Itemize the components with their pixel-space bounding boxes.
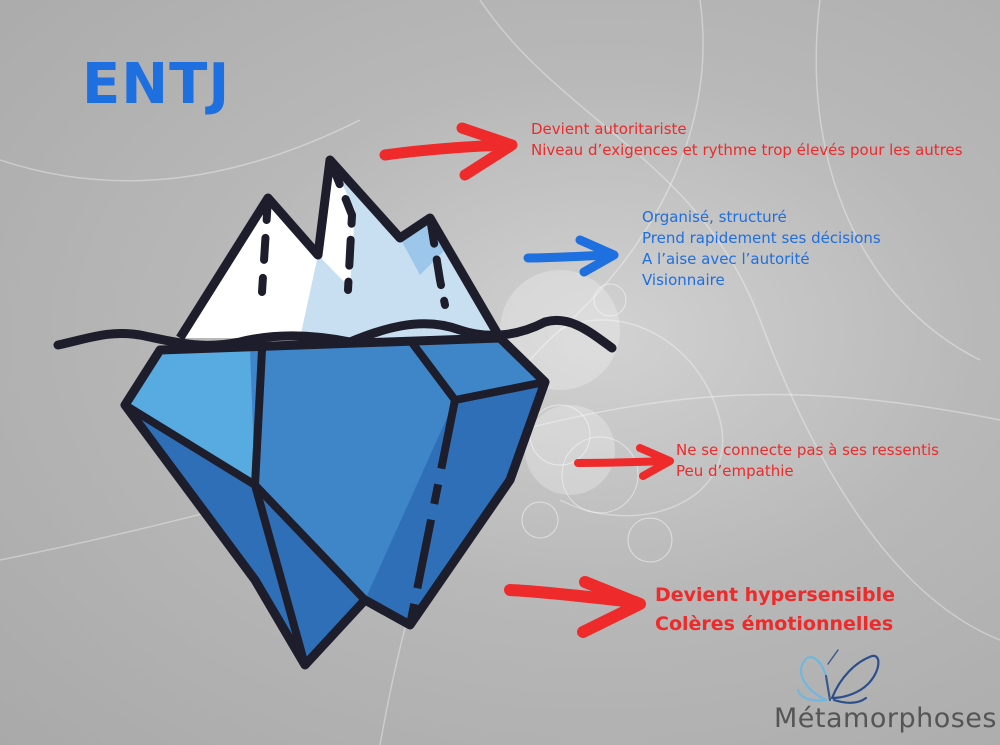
annotation-line: Prend rapidement ses décisions [642,229,881,247]
annotation-line: Ne se connecte pas à ses ressentis [676,441,939,459]
annotation-line: Organisé, structuré [642,208,787,226]
annotation-line: A l’aise avec l’autorité [642,250,810,268]
annotation-line: Devient hypersensible [655,584,895,606]
iceberg-submerged [120,333,550,670]
page-title: ENTJ [82,52,231,117]
waterline [53,316,617,353]
annotation-line: Visionnaire [642,271,725,289]
annotation-line: Peu d’empathie [676,462,794,480]
annotation-visible: Organisé, structuré Prend rapidement ses… [642,207,881,291]
annotation-tip: Devient autoritariste Niveau d’exigences… [531,119,963,161]
iceberg-tip [176,155,504,341]
arrow-visible [523,235,619,277]
annotation-submerged: Ne se connecte pas à ses ressentis Peu d… [676,440,939,482]
annotation-line: Niveau d’exigences et rythme trop élevés… [531,141,963,159]
arrow-deep [504,576,646,638]
brand-name: Métamorphoses [774,703,997,734]
annotation-deep: Devient hypersensible Colères émotionnel… [655,581,895,639]
annotation-line: Colères émotionnelles [655,613,894,635]
arrow-tip [379,122,518,181]
annotation-line: Devient autoritariste [531,120,687,138]
arrow-submerged [574,444,674,480]
